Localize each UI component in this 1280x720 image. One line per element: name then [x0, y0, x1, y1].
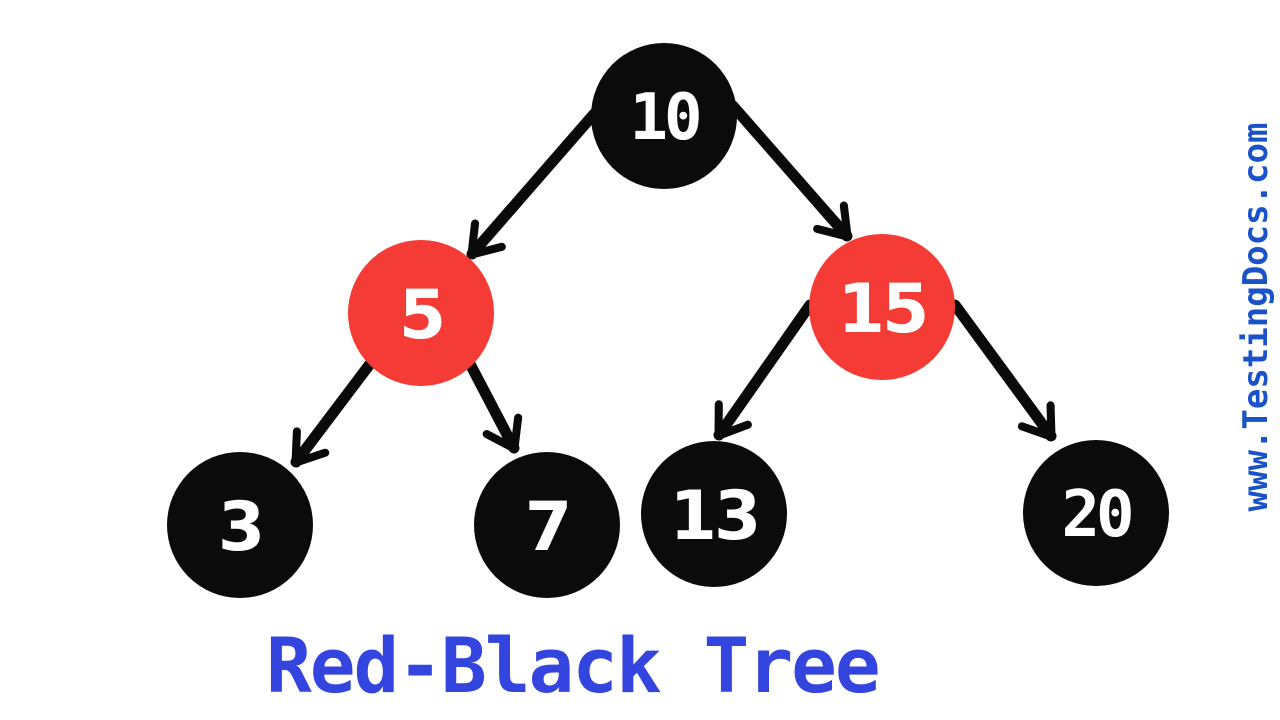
tree-edge-15-13 — [713, 299, 816, 441]
tree-edge-5-7 — [462, 354, 523, 454]
tree-edge-15-20 — [949, 299, 1057, 442]
tree-node: 15 — [809, 234, 955, 380]
tree-edge-10-5 — [466, 108, 600, 260]
diagram-title: Red-Black Tree — [266, 621, 881, 710]
tree-edge-5-3 — [290, 354, 379, 468]
node-value: 3 — [217, 487, 265, 567]
tree-node: 5 — [348, 240, 494, 386]
node-value: 7 — [524, 487, 572, 567]
tree-node: 3 — [167, 452, 313, 598]
node-value: 10 — [629, 81, 702, 155]
node-value: 15 — [837, 269, 930, 349]
watermark-text: www.TestingDocs.com — [1236, 122, 1276, 512]
tree-node: 20 — [1023, 440, 1169, 586]
node-value: 13 — [669, 476, 762, 556]
node-value: 20 — [1061, 478, 1134, 552]
node-value: 5 — [398, 275, 446, 355]
tree-node: 13 — [641, 441, 787, 587]
tree-node-root: 10 — [591, 43, 737, 189]
tree-node: 7 — [474, 452, 620, 598]
tree-edge-10-15 — [727, 100, 853, 242]
